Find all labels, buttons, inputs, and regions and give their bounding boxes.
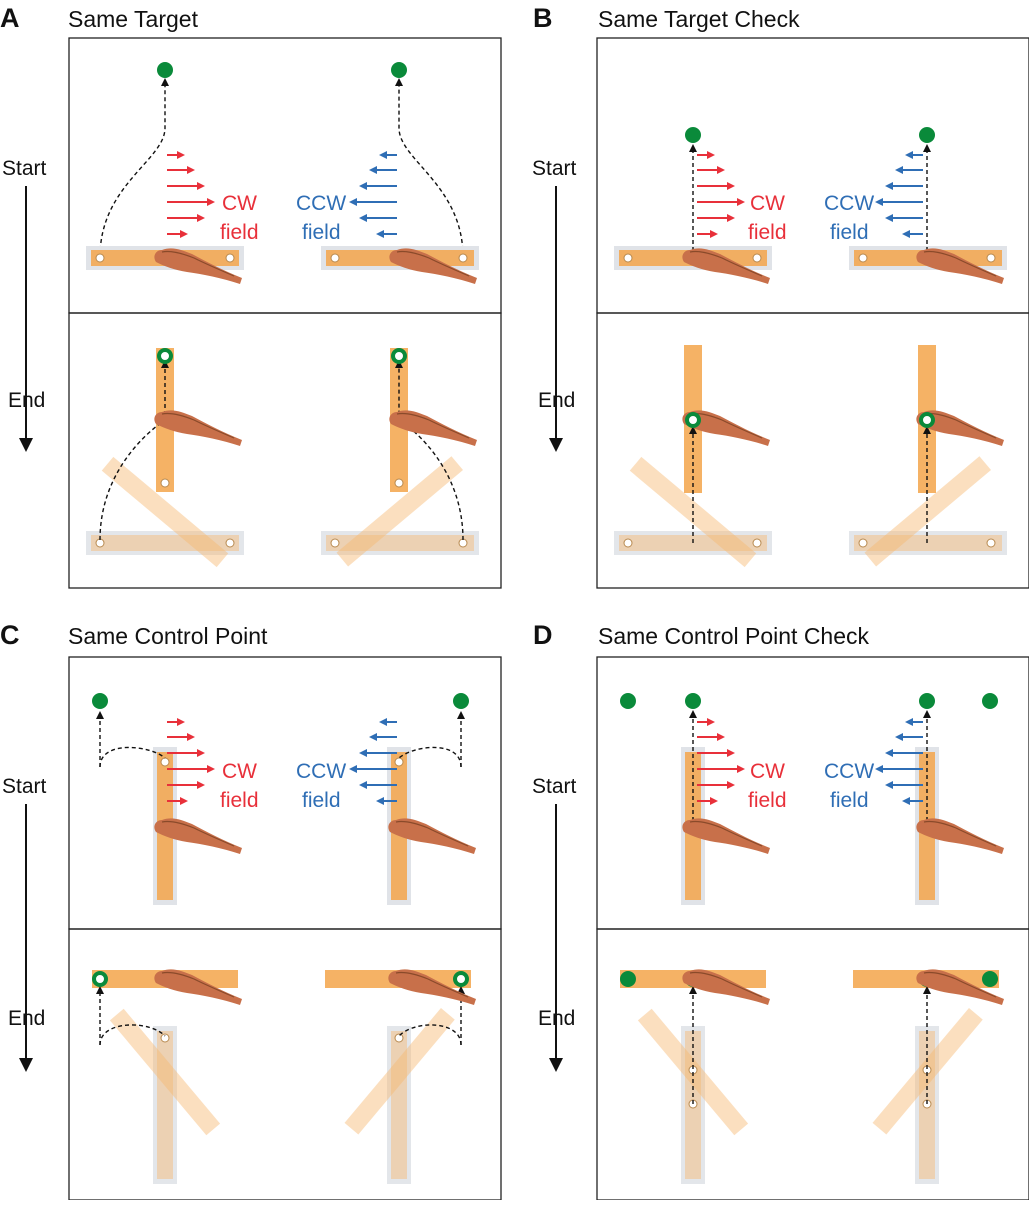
target-dot-icon: [157, 62, 173, 78]
ccw-label: CCW: [824, 192, 874, 215]
ccw-force-field: [875, 718, 923, 805]
movement-path: [395, 360, 464, 541]
movement-path: [99, 746, 166, 768]
ccw-force-field: [875, 151, 923, 238]
ccw-label: CCW: [296, 192, 346, 215]
ccw-field-label: field: [830, 221, 869, 244]
panel-letter-c: C: [0, 620, 20, 650]
movement-path: [99, 78, 169, 258]
end-frame-d: [596, 928, 1029, 1201]
cw-force-field: [167, 151, 215, 238]
cw-label: CW: [222, 760, 257, 783]
end-frame-b: [596, 312, 1029, 589]
panel-title-c: Same Control Point: [68, 623, 268, 649]
ccw-label: CCW: [824, 760, 874, 783]
movement-path: [398, 1024, 462, 1046]
cw-field-label: field: [748, 221, 787, 244]
cw-force-field: [167, 718, 215, 805]
movement-path: [395, 78, 464, 258]
ccw-field-label: field: [302, 789, 341, 812]
movement-path: [99, 1024, 166, 1046]
start-label-c: Start: [2, 775, 47, 798]
start-label-a: Start: [2, 157, 47, 180]
end-frame-c: [68, 928, 502, 1201]
target-ring-icon: [157, 348, 173, 364]
movement-path: [99, 360, 169, 541]
target-ring-icon: [453, 971, 469, 987]
start-frame-d: [596, 656, 1029, 930]
ccw-field-label: field: [830, 789, 869, 812]
panel-d: D Same Control Point Check Start End CW …: [532, 620, 1029, 1201]
panel-letter-a: A: [0, 3, 20, 33]
panel-c: C Same Control Point Start End CW field: [0, 620, 502, 1201]
panel-title-d: Same Control Point Check: [598, 623, 870, 649]
target-dot-icon: [391, 62, 407, 78]
target-ring-icon: [919, 412, 935, 428]
target-dot-icon: [685, 127, 701, 143]
ccw-force-field: [349, 718, 397, 805]
cw-field-label: field: [748, 789, 787, 812]
cw-field-label: field: [220, 221, 259, 244]
target-dot-icon: [919, 127, 935, 143]
cw-label: CW: [750, 192, 785, 215]
cw-label: CW: [750, 760, 785, 783]
start-label-d: Start: [532, 775, 577, 798]
panel-b: B Same Target Check Start End CW field: [532, 3, 1029, 589]
panel-letter-d: D: [533, 620, 553, 650]
panel-title-a: Same Target: [68, 6, 199, 32]
panel-letter-b: B: [533, 3, 553, 33]
start-label-b: Start: [532, 157, 577, 180]
ccw-label: CCW: [296, 760, 346, 783]
end-frame-a: [68, 312, 502, 589]
cw-field-label: field: [220, 789, 259, 812]
panel-a: A Same Target Start End CW field: [0, 3, 502, 589]
panel-title-b: Same Target Check: [598, 6, 800, 32]
target-ring-icon: [391, 348, 407, 364]
cw-force-field: [697, 718, 745, 805]
ccw-field-label: field: [302, 221, 341, 244]
cw-force-field: [697, 151, 745, 238]
ccw-force-field: [349, 151, 397, 238]
target-ring-icon: [685, 412, 701, 428]
start-frame-c: [68, 656, 502, 930]
target-ring-icon: [92, 971, 108, 987]
movement-path: [398, 746, 462, 768]
cw-label: CW: [222, 192, 257, 215]
